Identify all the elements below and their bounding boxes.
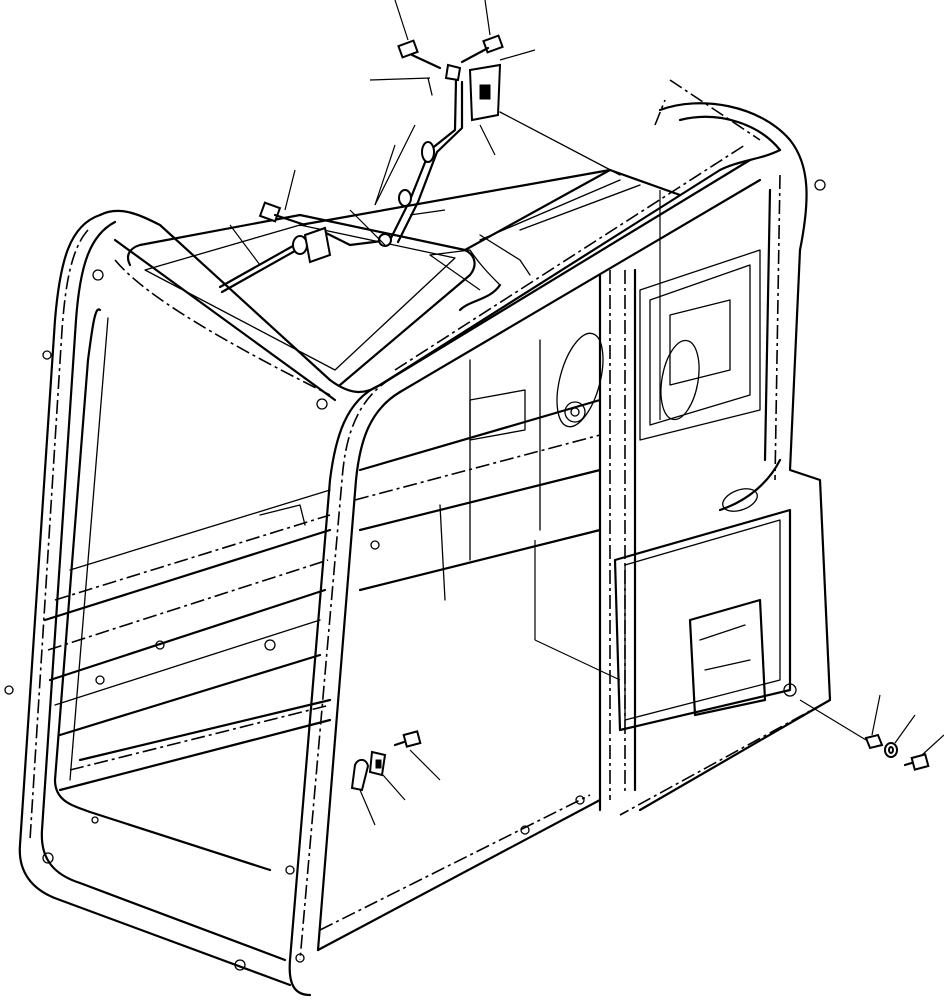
roof-bolt bbox=[258, 169, 307, 227]
clip bbox=[369, 63, 462, 96]
cable-harness bbox=[429, 234, 531, 312]
floor-bracket bbox=[350, 758, 376, 826]
pin-shaft bbox=[218, 224, 332, 294]
upper-bolt-right bbox=[460, 0, 504, 64]
upper-bolt-left bbox=[394, 0, 442, 70]
side-bolt bbox=[799, 699, 944, 771]
wiper-link-rod bbox=[318, 78, 464, 247]
floor-bolt bbox=[393, 730, 441, 781]
washer bbox=[884, 714, 916, 758]
nut bbox=[864, 694, 884, 750]
interior-leaders bbox=[259, 190, 661, 681]
wiper-motor-bracket bbox=[468, 49, 621, 176]
cab-frame bbox=[4, 79, 832, 997]
floor-clip bbox=[368, 750, 406, 801]
